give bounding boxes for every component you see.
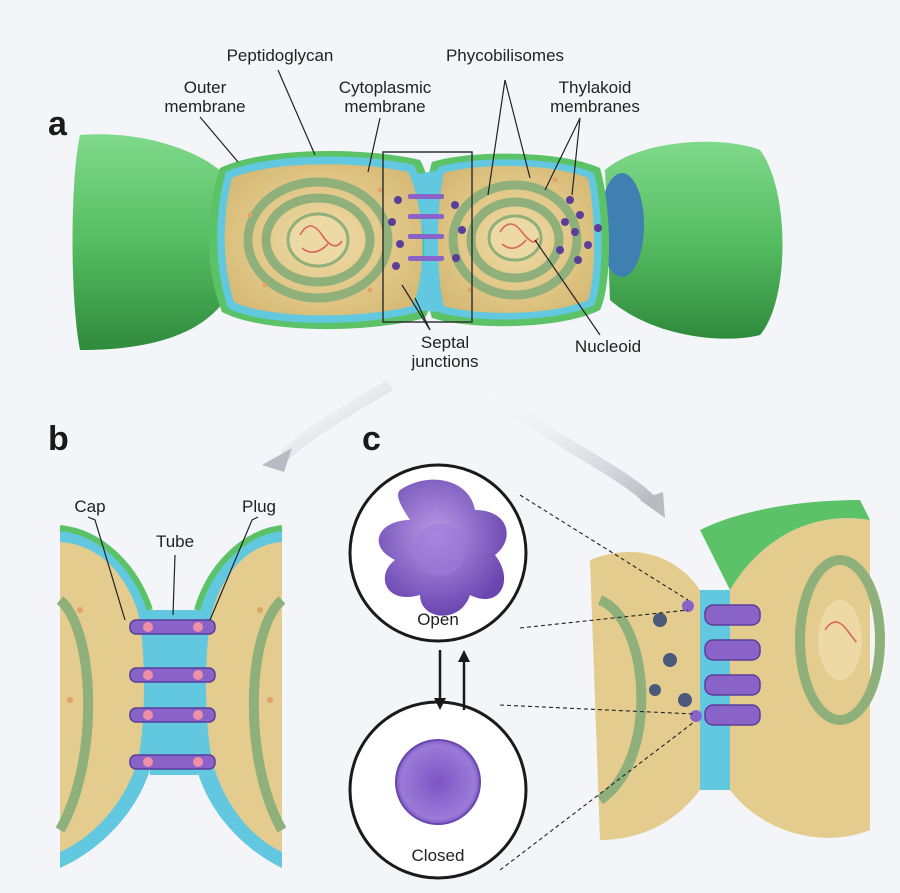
closed-state-circle [348,700,528,880]
cap-label: Cap [74,497,106,516]
state-transition-arrows [434,650,470,710]
panel-label-b: b [48,420,69,458]
panel-label-c: c [362,420,381,458]
arrow-to-c [476,380,655,505]
open-state-circle [348,463,528,643]
open-label: Open [417,610,459,629]
nucleoid-label: Nucleoid [574,337,642,356]
phycobilisomes-label: Phycobilisomes [445,46,565,65]
panel-b-zoom [55,525,287,868]
plug-label: Plug [241,497,277,516]
leader-lines-a [199,69,601,336]
peptidoglycan-label: Peptidoglycan [226,46,334,65]
filament-panel-a [72,134,783,350]
closed-label: Closed [411,846,465,865]
panel-label-a: a [48,105,67,143]
zoom-dashed-lines [499,494,695,871]
panel-c-zoom [590,500,885,840]
leader-lines-b [87,516,259,621]
tube-label: Tube [155,532,195,551]
